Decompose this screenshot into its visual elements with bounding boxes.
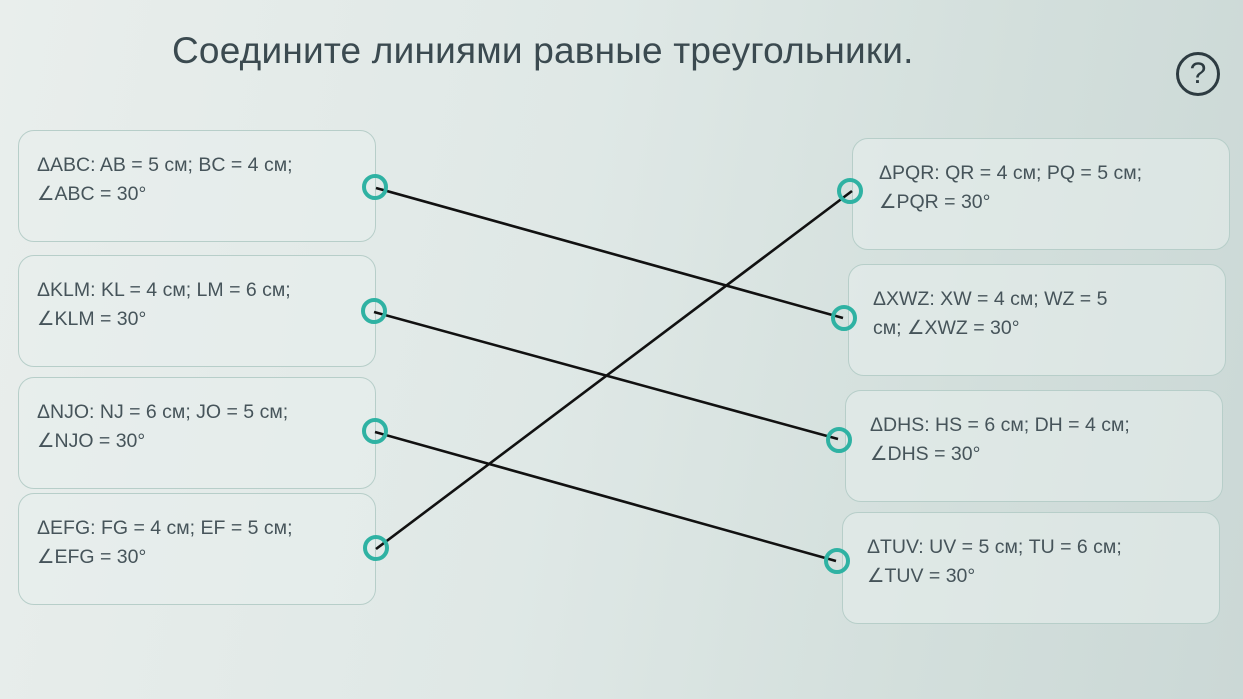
connection-line-abc-xwz [375,186,844,320]
right-card-text-line1: ΔTUV: UV = 5 см; TU = 6 см; [867,536,1122,558]
right-card-xwz[interactable]: ΔXWZ: XW = 4 см; WZ = 5 см; ∠XWZ = 30° [848,264,1226,376]
right-card-text-line2: см; ∠XWZ = 30° [873,317,1020,339]
help-icon: ? [1189,57,1207,90]
right-card-dhs[interactable]: ΔDHS: HS = 6 см; DH = 4 см; ∠DHS = 30° [845,390,1223,502]
left-card-klm[interactable]: ΔKLM: KL = 4 см; LM = 6 см; ∠KLM = 30° [18,255,376,367]
right-anchor-tuv[interactable] [824,548,850,574]
right-card-text-line1: ΔXWZ: XW = 4 см; WZ = 5 [873,288,1108,310]
left-card-text-line2: ∠EFG = 30° [37,546,147,568]
left-card-text-line1: ΔEFG: FG = 4 см; EF = 5 см; [37,517,293,539]
left-card-text-line1: ΔABC: AB = 5 см; BC = 4 см; [37,154,293,176]
left-card-text-line2: ∠ABC = 30° [37,183,147,205]
left-anchor-klm[interactable] [361,298,387,324]
right-card-text-line1: ΔPQR: QR = 4 см; PQ = 5 см; [879,162,1143,184]
right-anchor-dhs[interactable] [826,427,852,453]
left-card-text-line1: ΔNJO: NJ = 6 см; JO = 5 см; [37,401,289,423]
left-anchor-efg[interactable] [363,535,389,561]
right-card-pqr[interactable]: ΔPQR: QR = 4 см; PQ = 5 см; ∠PQR = 30° [852,138,1230,250]
left-anchor-njo[interactable] [362,418,388,444]
connection-line-njo-tuv [374,430,837,563]
right-card-text-line2: ∠DHS = 30° [870,443,981,465]
left-anchor-abc[interactable] [362,174,388,200]
page-title: Соедините линиями равные треугольники. [172,30,914,71]
left-card-njo[interactable]: ΔNJO: NJ = 6 см; JO = 5 см; ∠NJO = 30° [18,377,376,489]
connection-line-efg-pqr [375,189,853,551]
right-card-text-line2: ∠TUV = 30° [867,565,976,587]
right-anchor-xwz[interactable] [831,305,857,331]
help-button[interactable]: ? [1176,52,1220,96]
left-card-text-line2: ∠KLM = 30° [37,308,147,330]
right-card-text-line2: ∠PQR = 30° [879,191,991,213]
right-card-text-line1: ΔDHS: HS = 6 см; DH = 4 см; [870,414,1130,436]
right-anchor-pqr[interactable] [837,178,863,204]
left-card-abc[interactable]: ΔABC: AB = 5 см; BC = 4 см; ∠ABC = 30° [18,130,376,242]
connection-line-klm-dhs [373,310,839,441]
left-card-efg[interactable]: ΔEFG: FG = 4 см; EF = 5 см; ∠EFG = 30° [18,493,376,605]
right-card-tuv[interactable]: ΔTUV: UV = 5 см; TU = 6 см; ∠TUV = 30° [842,512,1220,624]
left-card-text-line2: ∠NJO = 30° [37,430,146,452]
left-card-text-line1: ΔKLM: KL = 4 см; LM = 6 см; [37,279,291,301]
